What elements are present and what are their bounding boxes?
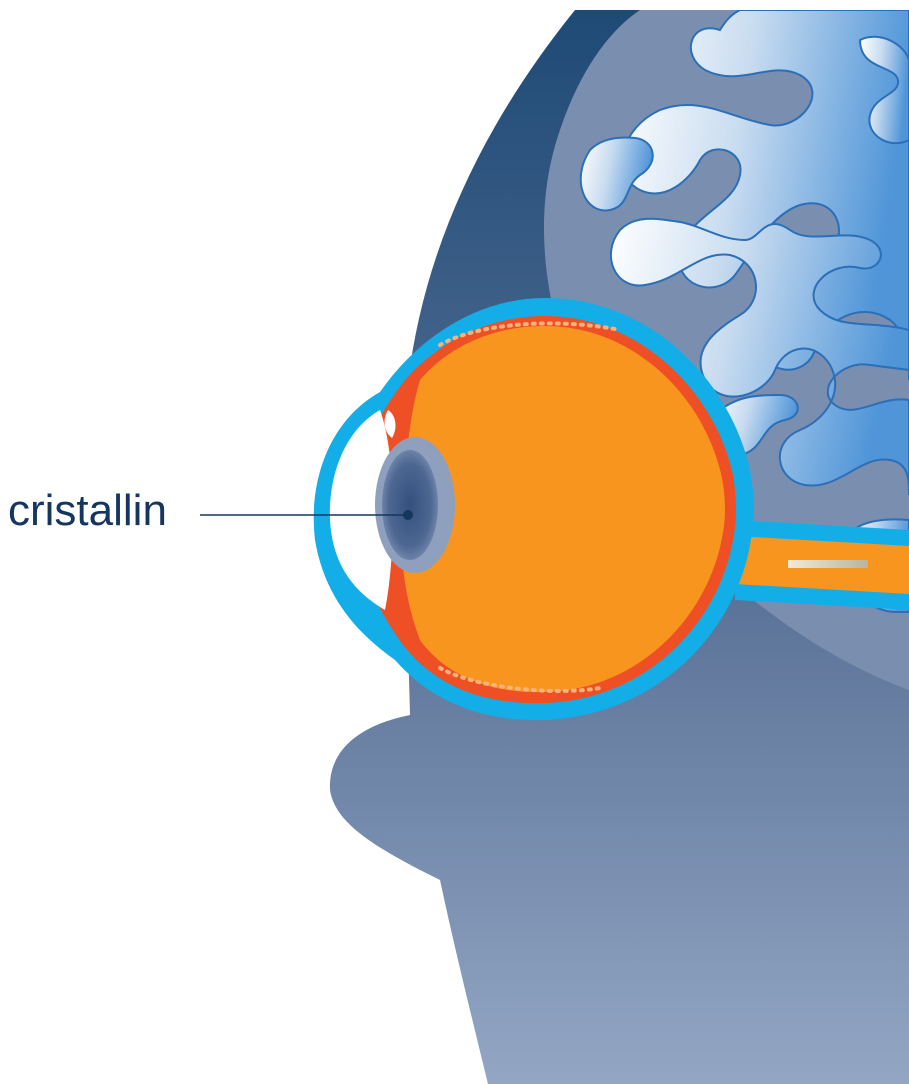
label-cristallin: cristallin [8, 486, 167, 535]
optic-nerve [735, 520, 909, 610]
lens [375, 437, 455, 573]
